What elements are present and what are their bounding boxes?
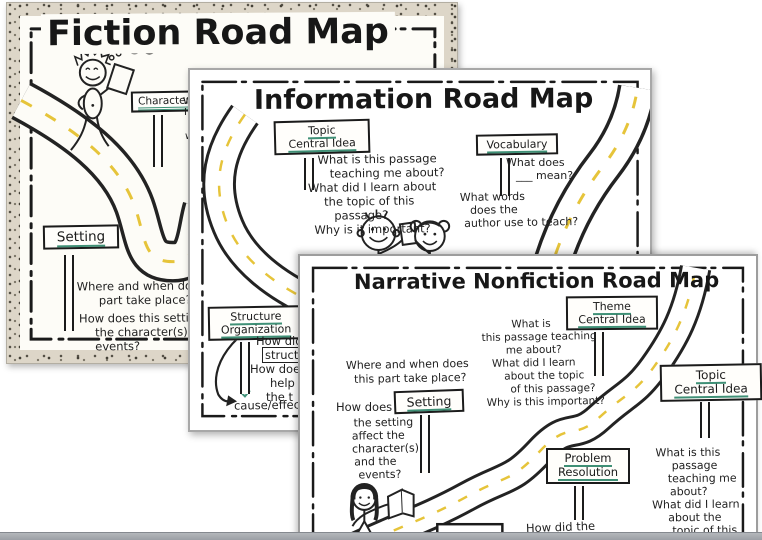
left-arm xyxy=(77,94,86,111)
question-line: this part take place? xyxy=(354,370,467,386)
setting-sign-post xyxy=(64,255,74,331)
question-line: What did I learn about xyxy=(307,179,437,195)
question-line: about? xyxy=(669,484,708,499)
boxed-word: structu xyxy=(262,347,309,363)
narrative-nonfiction-poster: Narrative Nonfiction Road Map Theme Cent… xyxy=(298,254,762,540)
question-line: How did t xyxy=(256,334,311,348)
smile xyxy=(85,76,101,81)
theme-questions: What is this passage teaching me about? … xyxy=(477,317,605,410)
window-edge-bar xyxy=(0,532,762,540)
setting-questions: Where and when does part take place? How… xyxy=(71,278,206,353)
topic-questions: What is this passage teaching me about? … xyxy=(651,446,740,540)
question-line: passage xyxy=(671,458,718,473)
hair-top xyxy=(350,483,379,500)
how-does-label: How does xyxy=(336,400,393,414)
question-line: What does xyxy=(506,156,565,169)
structure-sign-post xyxy=(240,342,250,394)
setting-sign: Setting xyxy=(393,388,465,415)
smile xyxy=(369,236,388,243)
question-line: about the xyxy=(668,510,722,525)
cause-effect-label: cause/effect xyxy=(233,397,305,413)
question-line: passage? xyxy=(334,207,389,223)
setting-sign-post xyxy=(420,415,430,473)
question-line: affect the xyxy=(351,428,405,443)
question-line: the t xyxy=(266,390,294,404)
fiction-title: Fiction Road Map xyxy=(40,11,396,55)
smile xyxy=(422,240,438,246)
setting-sign: Setting xyxy=(42,224,120,250)
fringe xyxy=(419,222,441,227)
question-line: events? xyxy=(358,467,402,482)
question-line: Why is this important? xyxy=(486,394,606,409)
topic-central-idea-sign: Topic Central Idea xyxy=(659,363,762,402)
question-line: character(s) xyxy=(351,441,420,456)
problem-resolution-sign: Problem Resolution xyxy=(546,448,630,484)
kids-figures xyxy=(356,209,451,264)
where-when-questions: Where and when does this part take place… xyxy=(338,357,469,387)
book-left xyxy=(386,488,404,520)
covered-text-fragment: H xyxy=(184,107,192,118)
question-line: How does xyxy=(250,362,307,376)
hand-drawn-border xyxy=(311,266,745,538)
question-line: the setting xyxy=(353,415,414,430)
legs xyxy=(70,116,110,151)
question-line: How does this setting xyxy=(78,310,204,326)
question-line: author use to teach? xyxy=(464,214,579,230)
setting-questions: the setting affect the character(s) and … xyxy=(351,415,420,482)
problem-sign-post xyxy=(574,486,584,520)
question-line: Why is it important? xyxy=(314,221,431,237)
narrative-title: Narrative Nonfiction Road Map xyxy=(353,268,720,294)
book-right xyxy=(401,488,415,518)
question-line: What is this xyxy=(655,445,721,460)
road xyxy=(343,264,712,538)
character-sign-post xyxy=(153,115,163,167)
fringe xyxy=(355,487,374,492)
covered-text-fragment: W xyxy=(183,96,193,107)
question-line: ___ mean? xyxy=(516,169,574,182)
left-road xyxy=(202,104,323,319)
information-title: Information Road Map xyxy=(253,83,594,116)
question-line: teaching me xyxy=(667,471,737,486)
book xyxy=(105,62,136,96)
question-line: help xyxy=(270,376,295,390)
girl-figure xyxy=(349,483,415,538)
ear xyxy=(356,229,365,238)
topic-sign-post xyxy=(700,402,710,438)
hair-sides xyxy=(349,498,379,522)
speech-dot xyxy=(108,54,115,61)
structure-questions: How did t structu How does help the t xyxy=(244,334,311,404)
vocabulary-question-2: What words does the author use to teach? xyxy=(460,189,579,230)
question-line: Where and when does xyxy=(76,278,206,294)
question-line: and the xyxy=(354,454,397,469)
eyes xyxy=(85,67,99,71)
vocabulary-sign-post xyxy=(500,158,510,196)
road-center-line xyxy=(373,267,697,538)
theme-sign-post xyxy=(594,332,604,376)
narrative-road-art xyxy=(311,264,745,538)
topic-sign-post xyxy=(304,158,314,190)
question-line: What did I learn xyxy=(652,497,740,512)
vocabulary-question-1: What does ___ mean? xyxy=(506,156,573,182)
topic-questions: What is this passage teaching me about? … xyxy=(307,151,445,237)
hair xyxy=(364,209,389,219)
smile xyxy=(358,502,371,507)
vocabulary-sign: Vocabulary xyxy=(475,133,559,156)
question-line: this passage teaching xyxy=(481,330,597,345)
ear xyxy=(392,229,401,238)
topic-central-idea-sign: Topic Central Idea xyxy=(273,118,371,156)
